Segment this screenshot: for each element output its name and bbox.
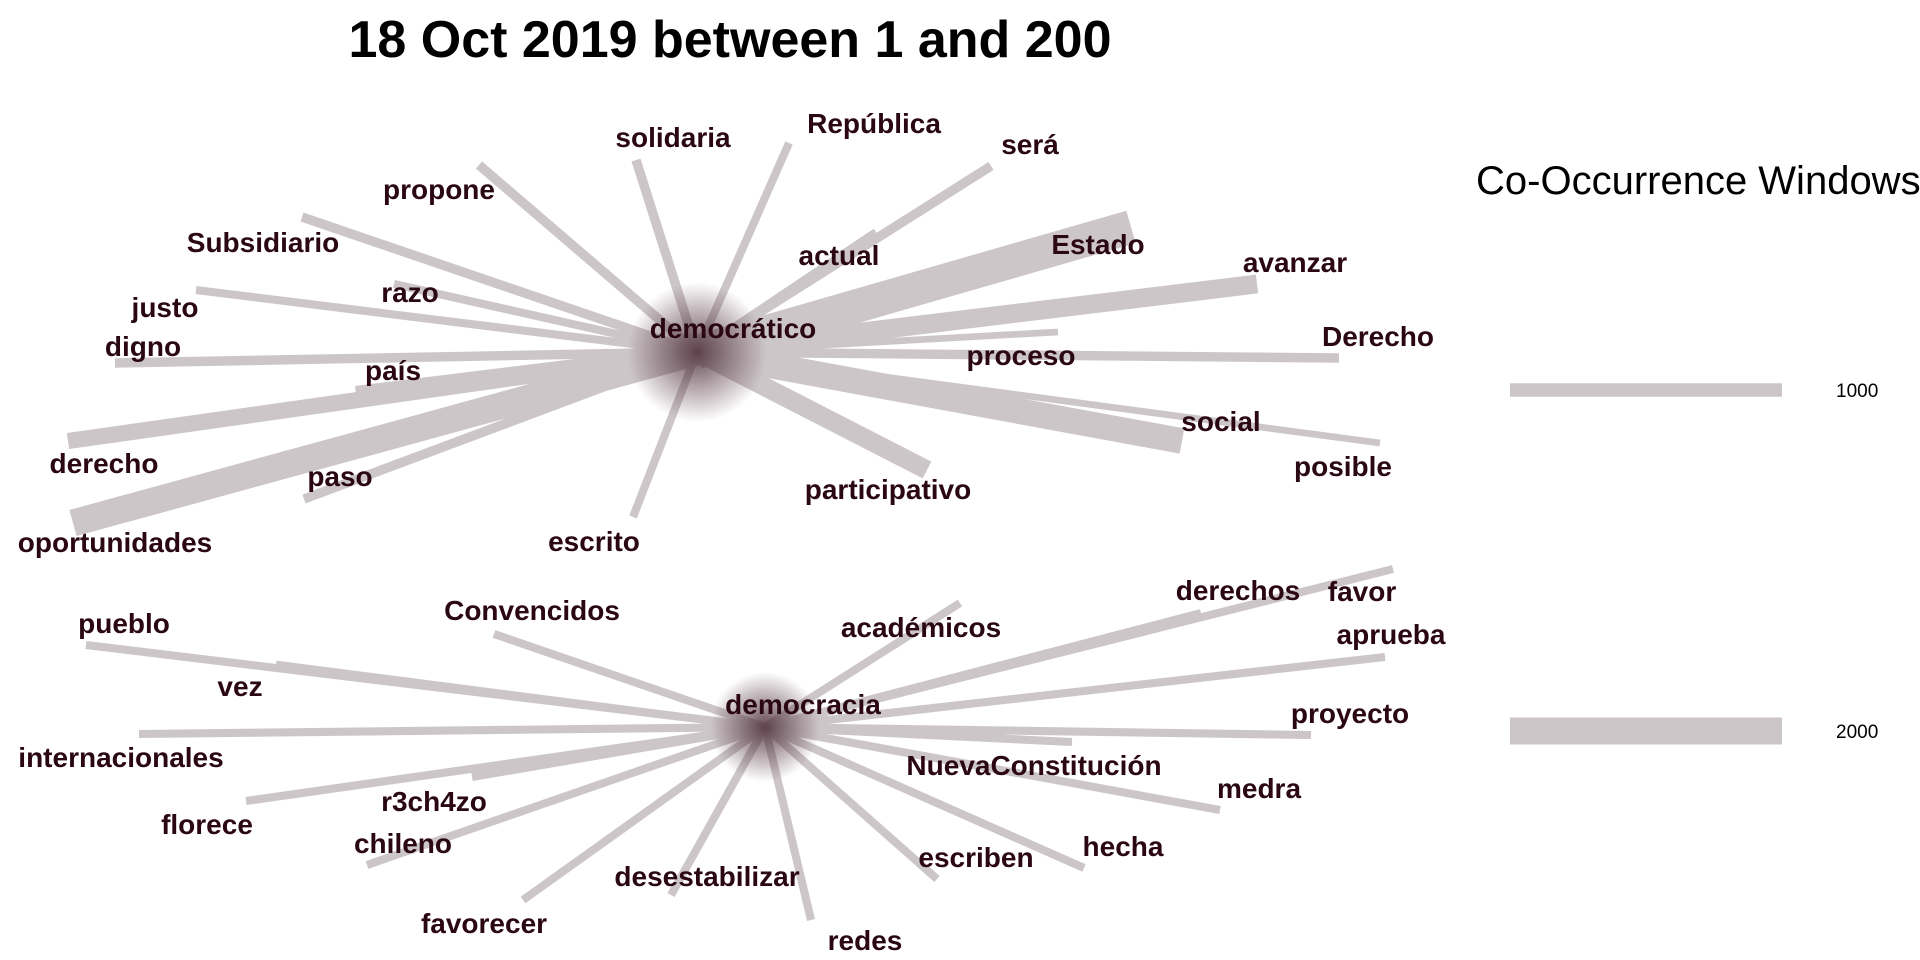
word-label-vez: vez [217, 671, 262, 702]
legend-title: Co-Occurrence Windows [1476, 159, 1920, 203]
word-label-redes: redes [828, 925, 903, 956]
word-label-escriben: escriben [918, 842, 1033, 873]
hub-shading-democracia [710, 672, 820, 782]
edge-democratico-justo [195, 285, 698, 357]
edge-democracia-favor [764, 565, 1394, 731]
edge-democracia-medra [764, 723, 1221, 814]
word-label-posible: posible [1294, 451, 1392, 482]
word-label-social: social [1181, 406, 1260, 437]
legend: Co-Occurrence Windows 1000 2000 [1476, 159, 1920, 745]
word-label-derechos: derechos [1176, 575, 1301, 606]
word-label-razo: razo [381, 277, 439, 308]
edge-democratico-social [694, 339, 1185, 454]
edge-democratico-derecho [696, 347, 1340, 363]
edge-democratico-digno [114, 347, 698, 368]
word-label-participativo: participativo [805, 474, 971, 505]
edge-democratico-posible [696, 348, 1381, 447]
word-label-derecho: derecho [50, 448, 159, 479]
word-label-convencidos: Convencidos [444, 595, 620, 626]
word-label-sera: será [1001, 129, 1059, 160]
word-label-subsidiario: Subsidiario [187, 227, 339, 258]
hub-label-democracia: democracia [725, 689, 881, 720]
edge-democracia-internacionales [138, 722, 766, 739]
edge-democracia-chileno [365, 723, 767, 869]
word-label-digno: digno [105, 331, 181, 362]
edges-layer [66, 141, 1394, 921]
edge-democracia-hecha [763, 723, 1086, 872]
legend-label-1000: 1000 [1836, 381, 1878, 402]
word-label-hecha: hecha [1083, 831, 1164, 862]
word-label-internacionales: internacionales [18, 742, 223, 773]
labels-layer: democrático solidaria República será propone… [18, 108, 1446, 956]
word-label-desestabilizar: desestabilizar [614, 861, 799, 892]
edge-democratico-oportunidades [69, 338, 701, 537]
word-label-medra: medra [1217, 773, 1301, 804]
legend-label-2000: 2000 [1836, 722, 1878, 743]
word-label-favorecer: favorecer [421, 908, 547, 939]
word-label-favor: favor [1328, 576, 1397, 607]
word-label-justo: justo [131, 292, 199, 323]
word-label-chileno: chileno [354, 828, 452, 859]
hub-shading-democratico [627, 282, 767, 422]
word-label-escrito: escrito [548, 526, 640, 557]
word-label-derecho: Derecho [1322, 321, 1434, 352]
edge-democracia-vez [275, 660, 766, 731]
word-label-oportunidades: oportunidades [18, 527, 212, 558]
word-label-paso: paso [307, 461, 372, 492]
word-label-actual: actual [799, 240, 880, 271]
word-label-proceso: proceso [967, 340, 1076, 371]
word-label-aprueba: aprueba [1337, 619, 1446, 650]
word-label-proyecto: proyecto [1291, 698, 1409, 729]
word-label-republica: República [807, 108, 941, 139]
edge-democracia-aprueba [764, 652, 1386, 732]
hub-label-democratico: democrático [650, 313, 817, 344]
word-label-nuevaconstitucion: NuevaConstitución [906, 750, 1161, 781]
word-label-pueblo: pueblo [78, 608, 170, 639]
word-label-propone: propone [383, 174, 495, 205]
word-label-academicos: académicos [841, 612, 1001, 643]
edge-democratico-avanzar [695, 274, 1259, 362]
edge-democratico-estado [692, 210, 1136, 369]
word-label-estado: Estado [1051, 229, 1144, 260]
word-label-avanzar: avanzar [1243, 247, 1347, 278]
diagram-title: 18 Oct 2019 between 1 and 200 [348, 11, 1111, 69]
word-label-solidaria: solidaria [615, 122, 731, 153]
word-label-pais: país [365, 355, 421, 386]
word-label-florece: florece [161, 809, 253, 840]
word-label-r3ch4zo: r3ch4zo [381, 786, 487, 817]
edge-democracia-florece [245, 722, 766, 806]
